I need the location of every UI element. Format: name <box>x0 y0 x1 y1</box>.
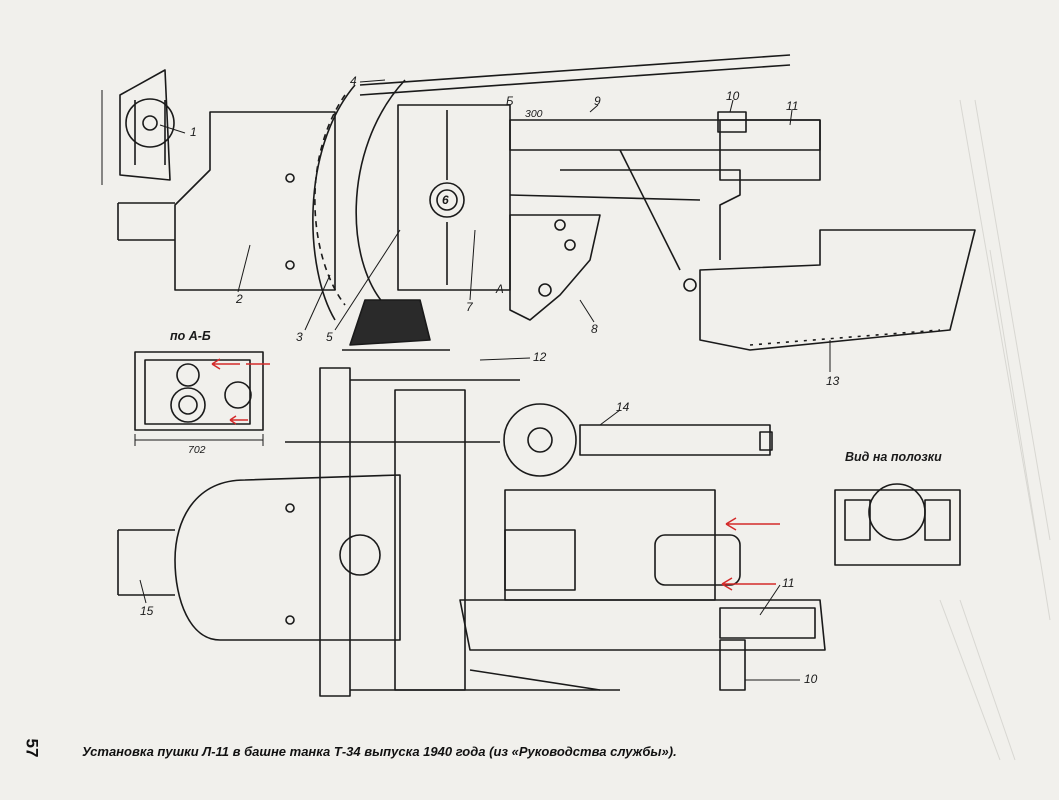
callout-14: 14 <box>616 400 630 414</box>
sled-view-title: Вид на полозки <box>845 450 942 464</box>
gun-barrel-plan <box>285 403 773 477</box>
callout-2: 2 <box>236 292 243 306</box>
figure-caption: Установка пушки Л-11 в башне танка Т-34 … <box>82 744 677 759</box>
callout-3: 3 <box>296 330 303 344</box>
callout-9: 9 <box>594 94 601 108</box>
callout-12: 12 <box>533 350 547 364</box>
callout-8: 8 <box>591 322 598 336</box>
section-ab-title: по А-Б <box>170 329 211 343</box>
turret-wall-plan <box>319 367 620 697</box>
dimension-702: 702 <box>188 444 206 456</box>
breech-plan <box>459 489 826 691</box>
dimension-300: 300 <box>525 108 543 120</box>
section-mark-b: Б <box>506 96 514 108</box>
sled-view <box>834 483 961 566</box>
section-mark-a: А <box>496 284 504 296</box>
mantlet-shield <box>312 54 791 321</box>
leader-lines <box>139 79 831 681</box>
mount-base-top <box>342 299 450 351</box>
cradle-body-top <box>117 111 336 291</box>
elevation-mechanism <box>509 111 976 351</box>
section-ab-inset <box>134 351 264 446</box>
callout-10-bottom: 10 <box>804 672 818 686</box>
callout-11-top: 11 <box>786 99 799 113</box>
callout-13: 13 <box>826 374 840 388</box>
bleed-through-text <box>939 99 1051 761</box>
callout-4: 4 <box>350 74 357 88</box>
callout-15: 15 <box>140 604 154 618</box>
callout-1: 1 <box>190 125 197 139</box>
callout-6: 6 <box>442 193 449 207</box>
red-arrows <box>211 358 780 591</box>
callout-11-bottom: 11 <box>782 576 795 590</box>
breech-block <box>397 104 601 321</box>
callout-5: 5 <box>326 330 333 344</box>
callout-7: 7 <box>466 300 473 314</box>
callout-10-top: 10 <box>726 89 740 103</box>
mantlet-inset <box>101 69 175 185</box>
cradle-body-plan <box>117 474 401 641</box>
page-number: 57 <box>22 738 42 758</box>
